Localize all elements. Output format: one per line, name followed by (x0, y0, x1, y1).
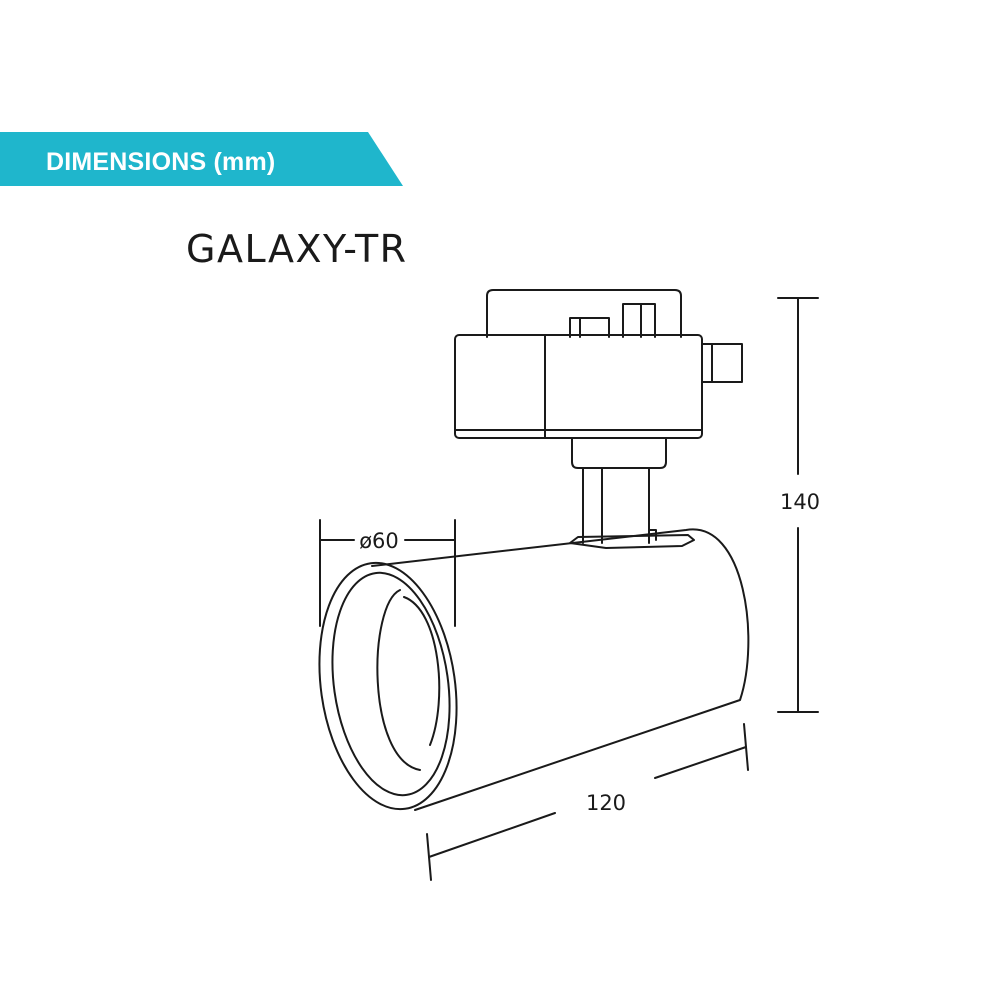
adapter-contact-left (569, 317, 610, 338)
length-dimension (426, 723, 749, 881)
lamp-body (318, 528, 750, 811)
reflector-inner-arc (403, 596, 441, 746)
diameter-label: ø60 (359, 529, 399, 553)
reflector-arc (376, 589, 421, 771)
adapter-body (454, 334, 703, 439)
diameter-dimension (319, 519, 456, 627)
stem-collar (648, 529, 657, 541)
section-title: DIMENSIONS (mm) (46, 148, 276, 176)
length-label: 120 (586, 791, 626, 815)
stem-bracket (569, 467, 695, 549)
front-rim-inner (331, 571, 451, 797)
section-banner (0, 132, 403, 186)
adapter-side-lever (701, 343, 743, 383)
height-dimension (777, 297, 819, 713)
adapter-contact-right (622, 303, 656, 338)
track-adapter (454, 289, 743, 469)
product-model-title: GALAXY-TR (186, 227, 408, 271)
lamp-body-outline (371, 528, 750, 811)
mount-saddle (569, 534, 695, 549)
adapter-top-rail (486, 289, 682, 338)
banner-shape (0, 132, 403, 186)
adapter-neck (571, 437, 667, 469)
front-rim-outer (318, 561, 458, 811)
length-line-left (428, 812, 556, 858)
height-label: 140 (780, 490, 820, 514)
length-line-right (654, 746, 747, 779)
